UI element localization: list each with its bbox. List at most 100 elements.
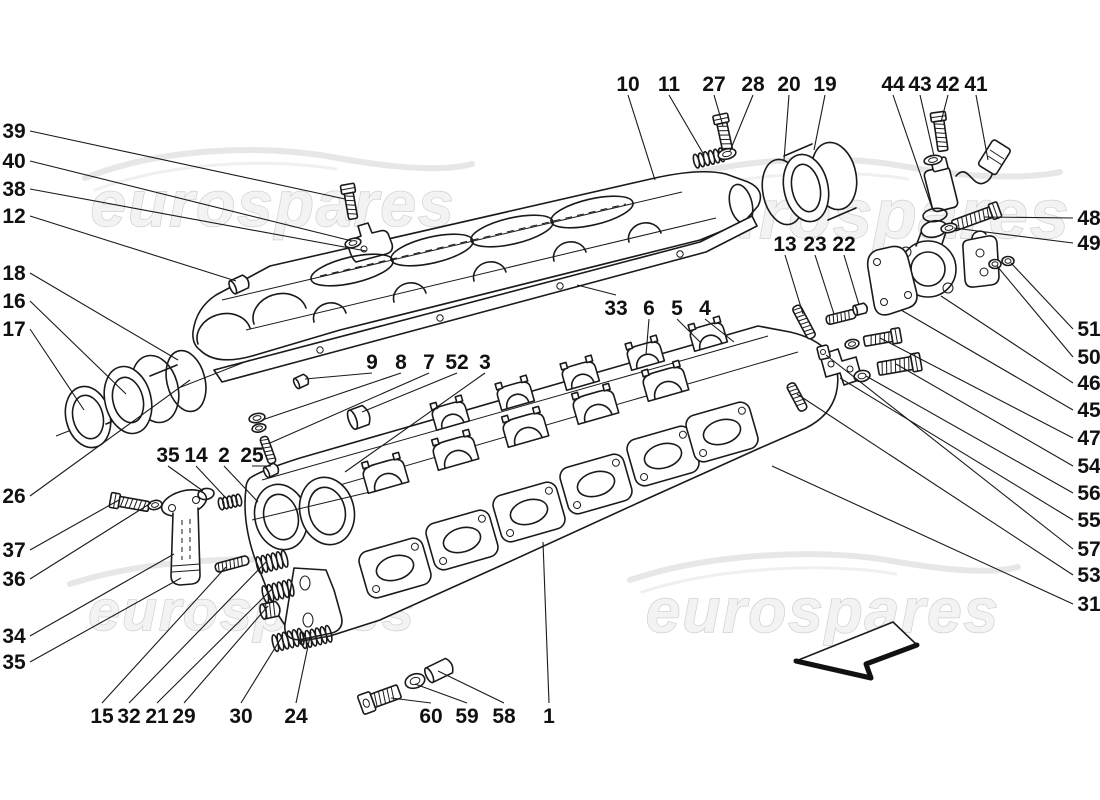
part-number-label: 29	[172, 705, 195, 728]
port-flange	[685, 401, 759, 463]
part-o-ring	[197, 487, 215, 501]
cover-rib	[392, 282, 427, 303]
callout-leader-line	[29, 553, 175, 637]
cam-bearing-cap	[494, 374, 536, 412]
part-washer	[248, 412, 266, 424]
part-number-label: 56	[1077, 482, 1100, 505]
callout-leader-line	[796, 393, 1074, 576]
cover-opening	[550, 195, 634, 229]
end-cap-set	[761, 141, 858, 226]
callout-leader-line	[645, 318, 650, 356]
callout-leader-line	[29, 130, 346, 200]
part-stud	[786, 382, 808, 412]
callout-leader-line	[240, 634, 284, 704]
o-ring-large	[165, 349, 207, 413]
callout-leader-line	[261, 372, 402, 421]
part-number-label: 13	[773, 233, 796, 256]
part-bolt	[712, 112, 734, 155]
part-number-label: 12	[2, 205, 25, 228]
callout-leader-line	[414, 683, 468, 704]
part-number-label: 23	[803, 233, 826, 256]
oil-seal-set	[64, 349, 207, 449]
part-stud	[214, 555, 250, 573]
callout-leader-line	[813, 94, 826, 151]
callout-leader-line	[814, 254, 835, 315]
part-number-label: 57	[1077, 538, 1100, 561]
callout-leader-line	[269, 372, 430, 444]
part-number-label: 38	[2, 178, 26, 201]
callout-leader-line	[713, 94, 724, 127]
callout-leader-line	[627, 94, 656, 181]
callout-leader-line	[195, 465, 226, 498]
part-number-label: 28	[741, 73, 765, 96]
callout-leader-line	[223, 465, 259, 503]
watermark-text: eurospares	[90, 168, 455, 240]
callout-leader-line	[879, 337, 1074, 439]
part-stud	[792, 304, 816, 340]
part-plug	[852, 302, 869, 317]
part-number-label: 36	[2, 568, 25, 591]
callout-leader-line	[975, 94, 989, 161]
callout-leader-line	[843, 254, 860, 306]
callout-leader-line	[704, 318, 735, 343]
cover-gasket	[213, 215, 758, 383]
part-number-label: 35	[2, 651, 26, 674]
callout-leader-line	[156, 588, 273, 704]
callout-leader-line	[783, 94, 790, 161]
part-number-label: 39	[2, 120, 25, 143]
callout-leader-line	[729, 94, 754, 152]
part-washer	[251, 423, 267, 433]
callout-leader-line	[128, 561, 267, 704]
callout-leader-line	[390, 697, 432, 704]
part-number-label: 21	[145, 705, 169, 728]
part-number-label: 41	[964, 73, 988, 96]
callout-leader-line	[676, 318, 701, 343]
cover-rib	[312, 302, 347, 323]
part-number-label: 1	[543, 705, 555, 728]
callout-leader-line	[953, 227, 1074, 244]
callout-leader-line	[29, 300, 127, 395]
part-number-label: 50	[1077, 346, 1100, 369]
cam-bearing-cap	[624, 334, 666, 372]
callout-leader-line	[996, 265, 1074, 358]
callout-leader-line	[940, 94, 949, 123]
part-washer	[988, 258, 1002, 270]
cam-bearing-cap	[430, 428, 480, 472]
callout-leader-line	[29, 379, 191, 497]
part-number-label: 52	[445, 351, 468, 374]
part-number-label: 30	[229, 705, 252, 728]
part-number-label: 10	[616, 73, 639, 96]
part-bolt	[356, 684, 402, 715]
watermark-text: eurospares	[646, 577, 1000, 646]
part-number-label: 17	[2, 318, 25, 341]
cam-bearing-cap	[640, 359, 690, 403]
part-number-label: 48	[1077, 207, 1100, 230]
callout-leader-line	[825, 354, 1074, 550]
part-number-label: 33	[604, 297, 627, 320]
part-bolt	[929, 110, 949, 153]
callout-leader-line	[304, 372, 373, 380]
part-number-label: 35	[156, 444, 180, 467]
cam-bearing-cap	[429, 394, 471, 432]
gasket-hole	[556, 282, 564, 290]
callout-leader-line	[167, 465, 204, 492]
direction-arrow-icon	[793, 621, 920, 681]
callout-leader-line	[183, 605, 269, 704]
callout-leader-line	[895, 363, 1074, 467]
part-spring	[255, 549, 289, 575]
part-number-label: 40	[2, 150, 25, 173]
port-flange	[559, 453, 633, 515]
cover-rib	[627, 222, 662, 243]
callout-leader-line	[29, 215, 237, 282]
callout-leader-line	[29, 328, 85, 411]
cam-bearing-cap	[360, 451, 410, 495]
callout-leader-line	[437, 670, 505, 704]
callout-leader-line	[865, 375, 1074, 494]
callout-leader-line	[771, 465, 1074, 605]
callout-leader-line	[940, 295, 1074, 384]
port-flange	[358, 537, 432, 599]
callout-leader-line	[29, 499, 120, 551]
cam-bearing-cap	[570, 382, 620, 426]
part-number-label: 14	[184, 444, 208, 467]
callout-leader-line	[344, 372, 486, 473]
